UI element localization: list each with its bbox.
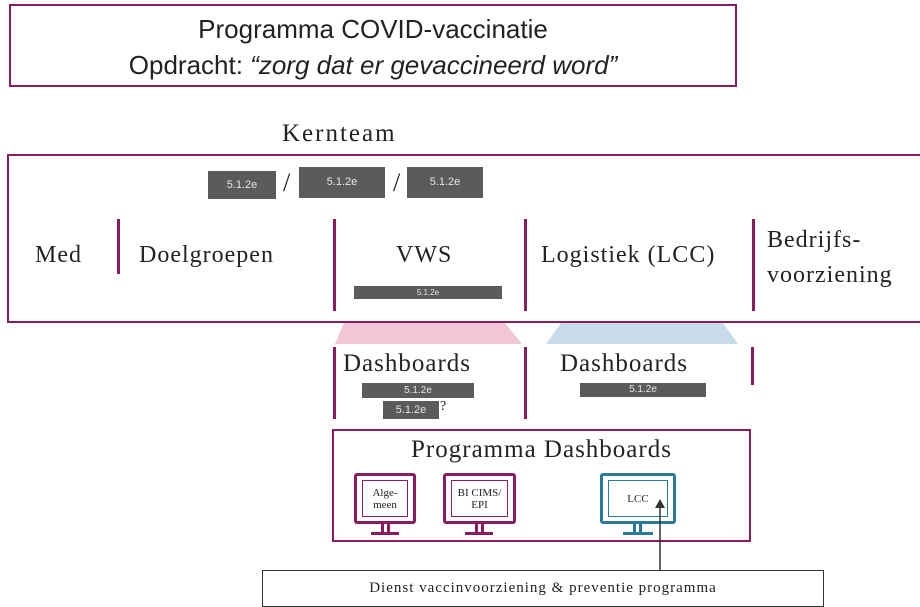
- monitor-bi-base: [465, 532, 493, 535]
- monitor-lcc-base: [623, 532, 653, 535]
- monitor-bi-cims-label: BI CIMS/EPI: [451, 480, 508, 517]
- monitor-algemeen-label: Alge-meen: [362, 480, 408, 517]
- programma-title: Programma Dashboards: [411, 436, 672, 463]
- redaction-dashboards-left-1: 5.1.2e: [362, 383, 474, 398]
- monitor-lcc-label: LCC: [608, 480, 668, 517]
- monitor-algemeen-line1: Alge-: [372, 486, 398, 499]
- divider-logistiek: [752, 219, 755, 311]
- kernteam-heading: Kernteam: [282, 120, 397, 147]
- column-med: Med: [35, 242, 82, 268]
- redaction-dashboards-left-2: 5.1.2e: [383, 401, 439, 419]
- monitor-algemeen-neck: [381, 524, 384, 532]
- monitor-algemeen: Alge-meen: [354, 473, 416, 539]
- monitor-bi-line2: EPI: [471, 498, 488, 511]
- kernteam-box: [7, 154, 920, 323]
- redaction-top-2: 5.1.2e: [299, 167, 385, 198]
- divider-dash-mid: [524, 347, 527, 419]
- column-logistiek: Logistiek (LCC): [541, 242, 716, 268]
- title-line2: Opdracht: “zorg dat er gevaccineerd word…: [11, 50, 735, 81]
- monitor-lcc-screen: [600, 473, 676, 524]
- monitor-bi-neck2: [481, 524, 484, 532]
- column-doelgroepen: Doelgroepen: [139, 242, 274, 268]
- redaction-top-3: 5.1.2e: [407, 167, 483, 198]
- separator-2: /: [393, 168, 401, 197]
- divider-med: [117, 219, 120, 274]
- monitor-algemeen-screen: [354, 473, 416, 524]
- column-vws: VWS: [396, 242, 453, 268]
- blue-connector: [546, 323, 738, 344]
- monitor-lcc: LCC: [600, 473, 676, 539]
- separator-1: /: [283, 168, 291, 197]
- monitor-algemeen-neck2: [387, 524, 390, 532]
- divider-dash-left: [333, 347, 336, 419]
- redaction-dashboards-right: 5.1.2e: [580, 383, 706, 397]
- title-line1: Programma COVID-vaccinatie: [198, 14, 548, 44]
- monitor-lcc-neck: [633, 524, 636, 532]
- monitor-algemeen-line2: meen: [373, 498, 397, 511]
- redaction-vws: 5.1.2e: [354, 286, 502, 299]
- monitor-algemeen-base: [371, 532, 399, 535]
- monitor-lcc-neck2: [639, 524, 642, 532]
- title-line2-prefix: Opdracht:: [128, 50, 251, 80]
- dashboard-connector-shapes: [335, 323, 738, 344]
- column-bedrijfs-line2: voorziening: [767, 262, 893, 288]
- dashboards-right-label: Dashboards: [560, 350, 689, 377]
- dienst-box: Dienst vaccinvoorziening & preventie pro…: [262, 570, 824, 607]
- column-bedrijfs-line1: Bedrijfs-: [767, 227, 862, 253]
- title-line2-quote: “zorg dat er gevaccineerd word”: [250, 50, 618, 80]
- monitor-bi-cims: BI CIMS/EPI: [443, 473, 516, 539]
- pink-connector: [335, 323, 522, 344]
- arrow-head: [655, 499, 665, 508]
- dashboards-left-label: Dashboards: [343, 350, 472, 377]
- divider-vws: [524, 219, 527, 311]
- arrow-dienst-to-lcc: [655, 499, 665, 571]
- monitor-bi-neck: [475, 524, 478, 532]
- monitor-lcc-text: LCC: [627, 492, 649, 505]
- title-box: Programma COVID-vaccinatie Opdracht: “zo…: [9, 4, 737, 87]
- programma-box: [332, 429, 751, 542]
- divider-dash-right: [751, 347, 754, 385]
- monitor-bi-line1: BI CIMS/: [457, 486, 502, 499]
- dashboards-question-mark: ?: [440, 399, 447, 414]
- monitor-bi-cims-screen: [443, 473, 516, 524]
- divider-doelgroepen: [333, 219, 336, 311]
- redaction-top-1: 5.1.2e: [208, 171, 276, 199]
